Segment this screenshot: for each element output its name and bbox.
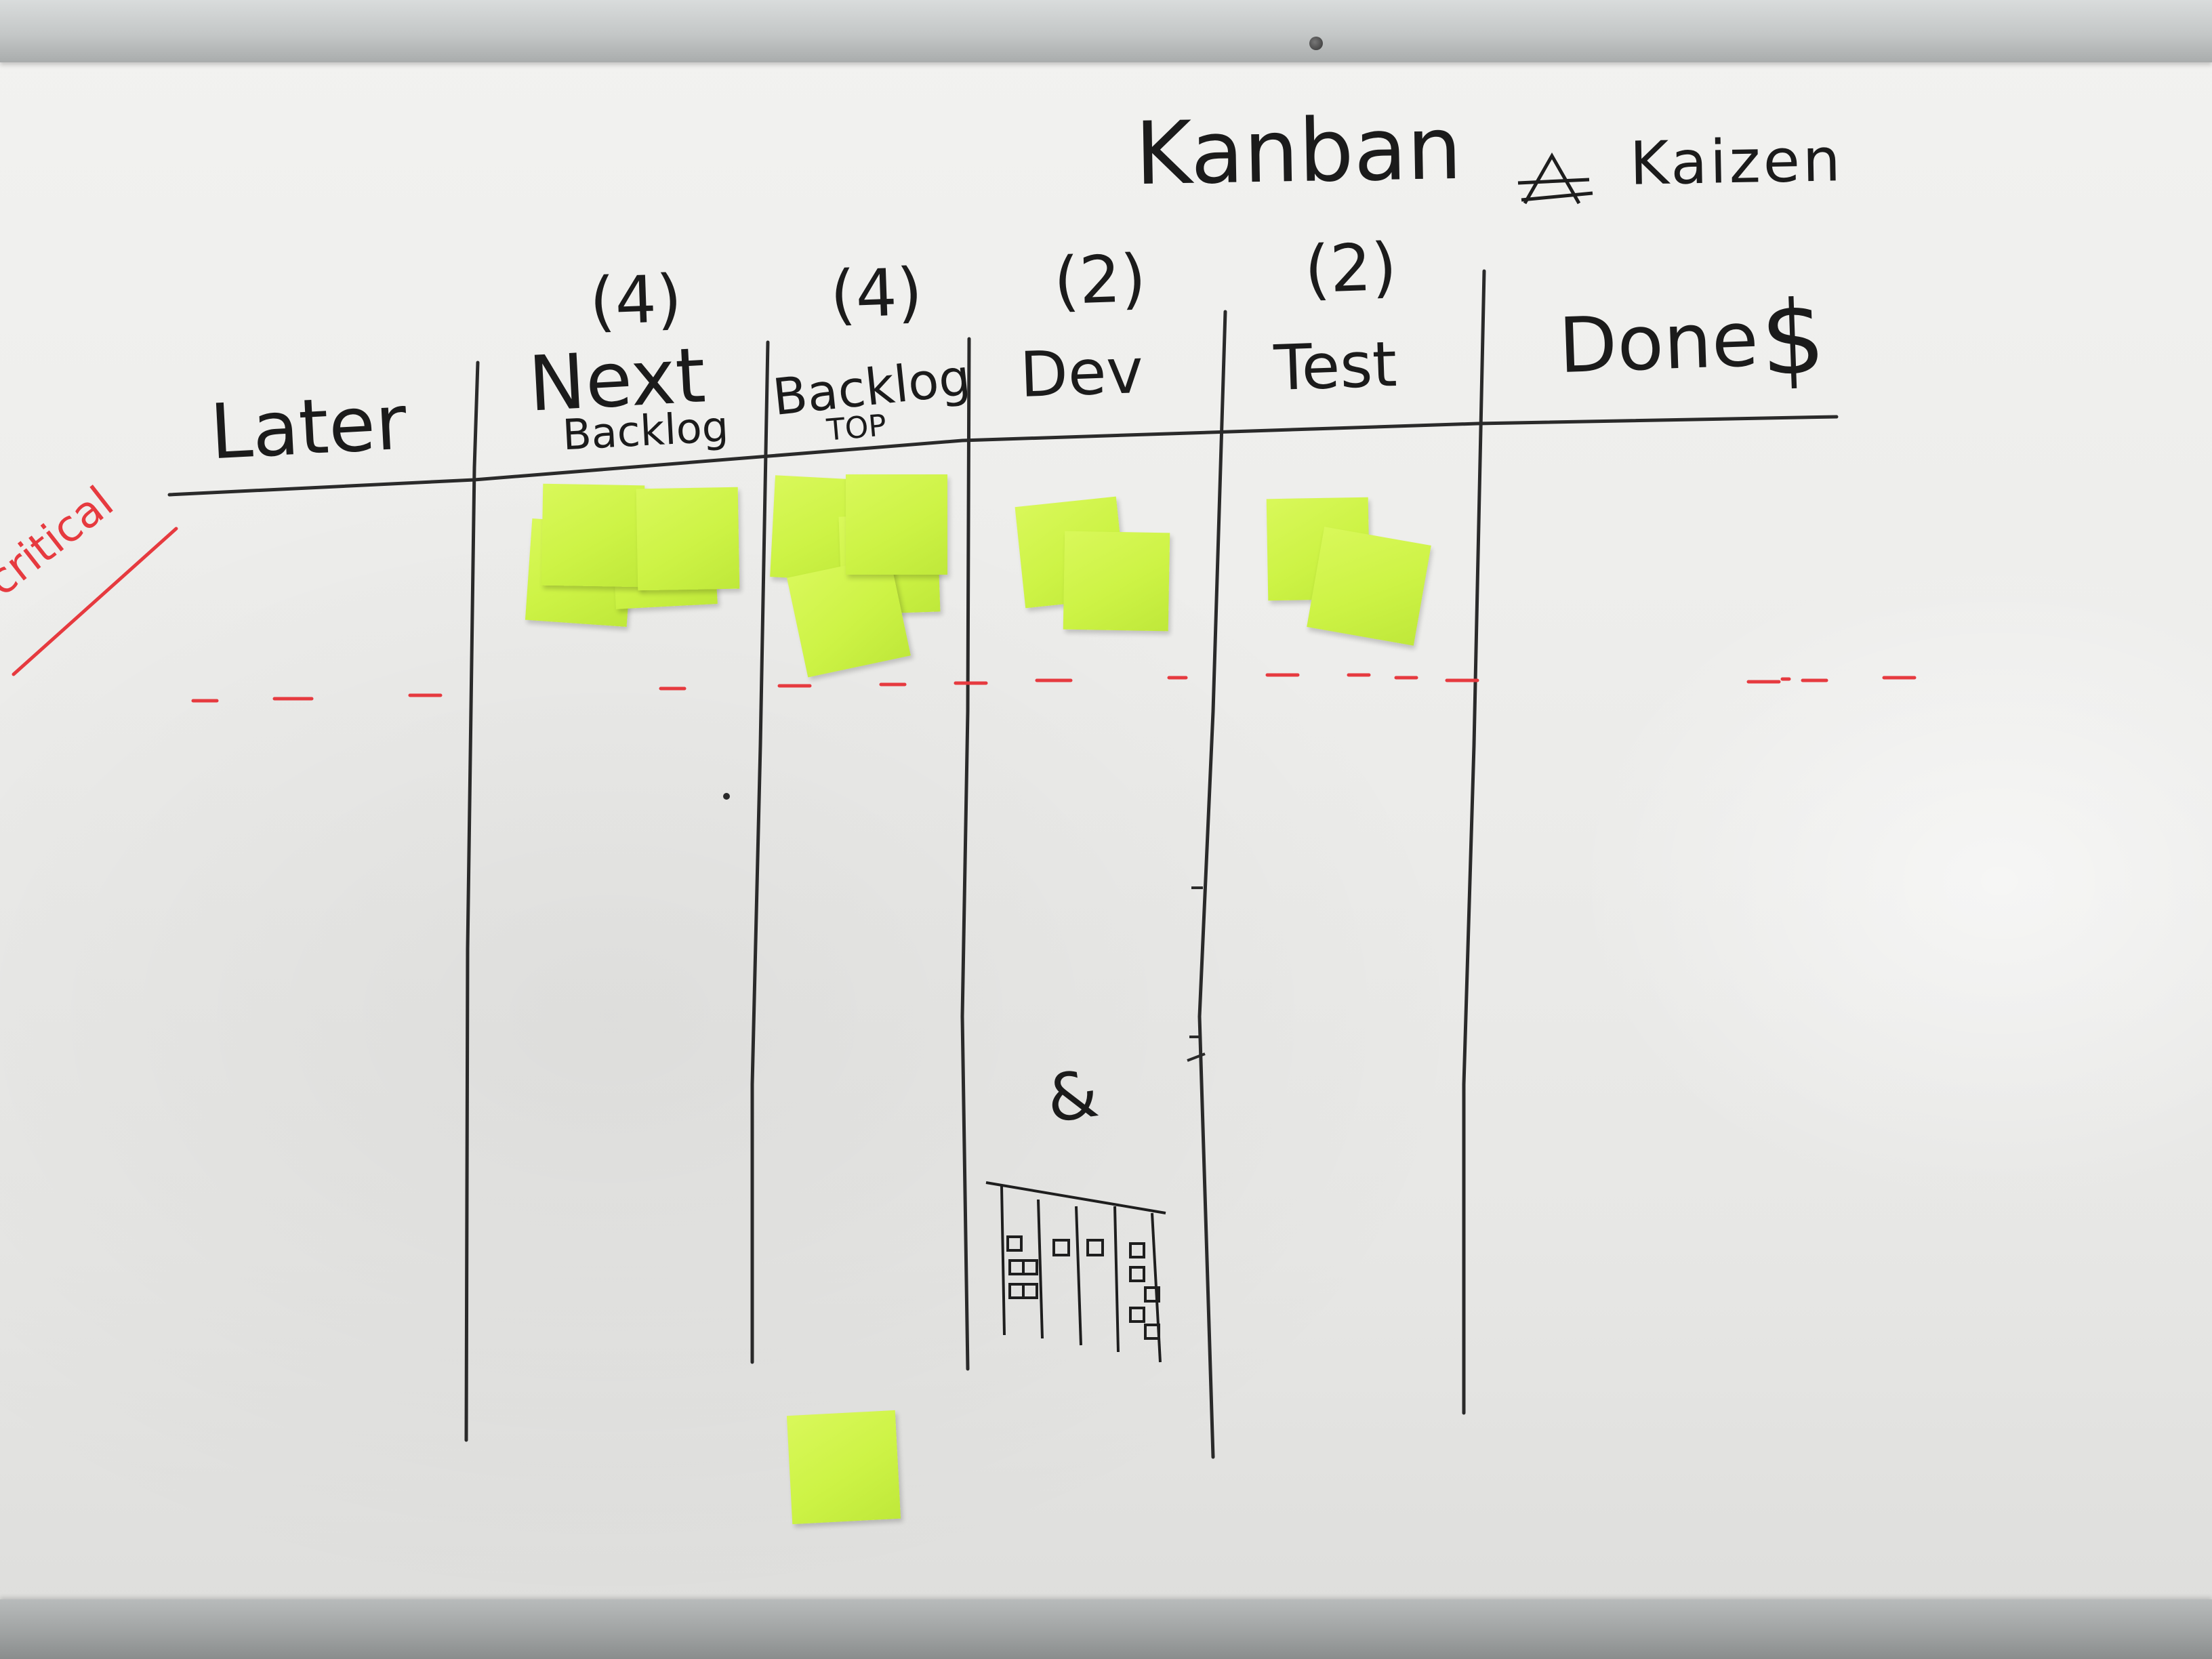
sticky-note[interactable]	[786, 1410, 901, 1525]
column-header-later: Later	[207, 378, 409, 477]
done-dollar-sign: $	[1758, 279, 1828, 399]
board-title: Kanban	[1134, 98, 1463, 205]
whiteboard-frame-top	[0, 0, 2212, 62]
mini-kanban-sketch	[985, 1181, 1166, 1363]
struck-out-mark	[1517, 152, 1593, 205]
sticky-note[interactable]	[1307, 527, 1431, 646]
board-subtitle: Kaizen	[1629, 125, 1844, 199]
divider-dev-test	[1197, 310, 1227, 1459]
divider-test-done	[1462, 269, 1486, 1415]
sticky-note[interactable]	[1063, 531, 1170, 632]
sticky-note[interactable]	[541, 483, 645, 588]
column-subheader-next: Backlog	[561, 401, 730, 460]
sticky-note[interactable]	[846, 474, 947, 575]
frame-screw	[1309, 37, 1323, 50]
wip-limit-backlog: (4)	[829, 253, 924, 333]
sketch-letter: &	[1042, 1055, 1103, 1138]
column-subheader-backlog: TOP	[825, 408, 888, 448]
whiteboard-frame-bottom	[0, 1599, 2212, 1659]
wip-limit-dev: (2)	[1052, 240, 1147, 320]
divider-backlog-dev	[960, 337, 971, 1371]
wip-limit-test: (2)	[1303, 228, 1398, 308]
wip-limit-next: (4)	[588, 260, 683, 340]
divider-later-next	[464, 361, 480, 1442]
divider-next-backlog	[750, 340, 770, 1364]
column-header-done: Done	[1557, 295, 1760, 391]
column-header-test: Test	[1273, 327, 1398, 405]
critical-swimlane-line	[12, 527, 1917, 703]
column-header-dev: Dev	[1019, 334, 1145, 412]
header-underline	[167, 415, 1839, 497]
sticky-note[interactable]	[636, 487, 740, 591]
